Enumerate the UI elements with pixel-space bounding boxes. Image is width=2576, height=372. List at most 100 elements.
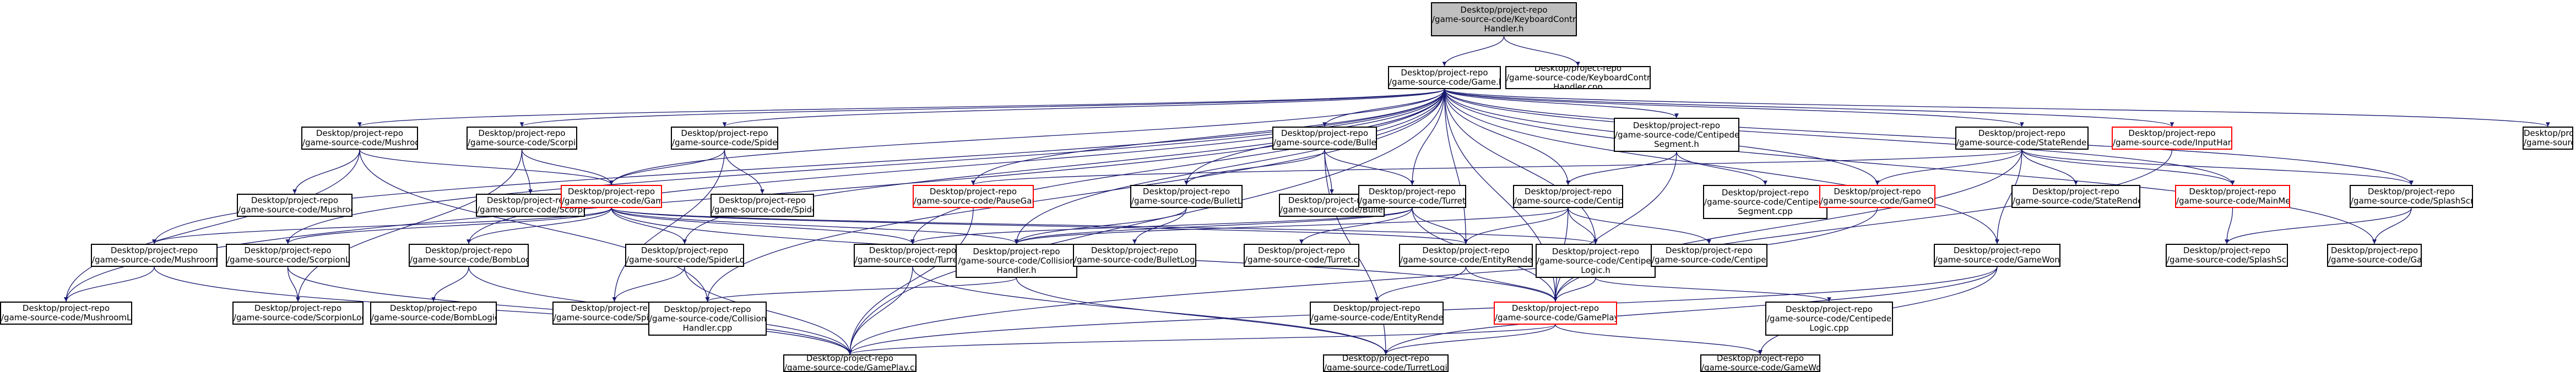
edge-turh-to-turcpp — [1299, 207, 1413, 244]
edge-gameh-to-csegh — [1444, 89, 1679, 118]
file-node-tlogcpp[interactable]: Desktop/project-repo/game-source-code/Tu… — [1323, 354, 1449, 372]
edge-gameh-to-colh — [1014, 89, 1445, 244]
file-node-label-line: Handler.h — [1484, 23, 1524, 34]
edge-bullh-to-turh — [1324, 149, 1414, 185]
file-node-centcpp[interactable]: Desktop/project-repo/game-source-code/Ce… — [1651, 244, 1767, 267]
file-node-splogh[interactable]: Desktop/project-repo/game-source-code/Sp… — [625, 244, 744, 267]
file-node-overh[interactable]: Desktop/project-repo/game-source-code/Ga… — [1819, 185, 1935, 208]
edge-kch-to-kchcpp — [1503, 36, 1580, 67]
file-node-splcpp[interactable]: Desktop/project-repo/game-source-code/Sp… — [2166, 244, 2288, 267]
file-node-csegh[interactable]: Desktop/project-repo/game-source-code/Ce… — [1614, 118, 1739, 152]
file-node-label-line: /game-source-code/EntityRendering.cpp — [1311, 313, 1444, 322]
edge-gfh-to-bomblh — [467, 207, 612, 244]
edge-csegh-to-centh — [1566, 151, 1677, 185]
file-node-clogh[interactable]: Desktop/project-repo/game-source-code/Ce… — [1536, 244, 1656, 278]
file-node-centh[interactable]: Desktop/project-repo/game-source-code/Ce… — [1513, 185, 1623, 208]
file-node-kch[interactable]: Desktop/project-repo/game-source-code/Ke… — [1431, 2, 1577, 36]
file-node-label-line: /game-source-code/MushroomLogic.h — [92, 255, 218, 265]
file-node-menuh[interactable]: Desktop/project-repo/game-source-code/Ma… — [2175, 185, 2290, 208]
file-node-label-line: Desktop/project-repo — [1142, 187, 1230, 196]
file-node-rendh[interactable]: Desktop/project-repo/game-source-code/St… — [1955, 127, 2089, 150]
file-node-turh[interactable]: Desktop/project-repo/game-source-code/Tu… — [1358, 185, 1466, 208]
file-node-blogh[interactable]: Desktop/project-repo/game-source-code/Bu… — [1130, 185, 1243, 208]
file-node-spidh[interactable]: Desktop/project-repo/game-source-code/Sp… — [671, 127, 778, 150]
file-node-label-line: Desktop/project-repo — [1460, 4, 1548, 15]
edge-gameh-to-menuh — [1444, 89, 2235, 185]
file-node-wonh[interactable]: Desktop/project-repo/game-source-code/Ga… — [1934, 244, 2060, 267]
file-node-label-line: Segment.cpp — [1738, 206, 1793, 216]
file-node-turcpp[interactable]: Desktop/project-repo/game-source-code/Tu… — [1244, 244, 1359, 267]
file-node-label-line: /game-source-code/Spider.h — [672, 138, 778, 147]
file-node-label-line: /game-source-code/MainMenu.h — [2176, 196, 2290, 206]
file-node-inph[interactable]: Desktop/project-repo/game-source-code/In… — [2112, 127, 2232, 150]
edge-splogh-to-splogcpp — [612, 266, 685, 302]
file-node-csegcpp[interactable]: Desktop/project-repo/game-source-code/Ce… — [1703, 185, 1827, 219]
file-node-kchcpp[interactable]: Desktop/project-repo/game-source-code/Ke… — [1505, 66, 1651, 89]
file-node-label-line: Desktop/project-repo — [869, 245, 957, 255]
file-node-label-line: /game-source-code/Turret.cpp — [1245, 255, 1359, 265]
file-node-label-line: Desktop/project-repo — [478, 128, 566, 138]
file-node-pauseh[interactable]: Desktop/project-repo/game-source-code/Pa… — [913, 185, 1034, 208]
file-node-scorh[interactable]: Desktop/project-repo/game-source-code/Sc… — [467, 127, 577, 150]
file-node-bullh[interactable]: Desktop/project-repo/game-source-code/Bu… — [1272, 127, 1377, 150]
file-node-rendcpp[interactable]: Desktop/project-repo/game-source-code/St… — [2011, 185, 2140, 208]
file-node-maincpp[interactable]: Desktop/project-repo/game-source-code/ma… — [2523, 127, 2573, 150]
file-node-gamecpp[interactable]: Desktop/project-repo/game-source-code/Ga… — [2327, 244, 2422, 267]
file-node-label-line: Desktop/project-repo — [2183, 245, 2271, 255]
edge-bullh-to-blogh — [1184, 149, 1325, 185]
file-node-tlogh[interactable]: Desktop/project-repo/game-source-code/Tu… — [854, 244, 972, 267]
file-node-label-line: Desktop/project-repo — [571, 303, 658, 313]
file-node-label-line: /game-source-code/GameWon.h — [1935, 255, 2060, 265]
file-node-mlogh[interactable]: Desktop/project-repo/game-source-code/Mu… — [91, 244, 218, 267]
edge-colh-to-tlogcpp — [1016, 277, 1388, 355]
file-node-scorcpp[interactable]: Desktop/project-repo/game-source-code/Sc… — [476, 194, 585, 217]
file-node-label-line: Desktop/project-repo — [1633, 120, 1721, 130]
edge-mushh-to-colcpp — [359, 149, 710, 302]
file-node-mushh[interactable]: Desktop/project-repo/game-source-code/Mu… — [301, 127, 418, 150]
file-node-erendcpp[interactable]: Desktop/project-repo/game-source-code/En… — [1310, 302, 1444, 325]
file-node-colh[interactable]: Desktop/project-repo/game-source-code/Co… — [956, 244, 1077, 278]
file-node-label-line: /game-source-code/BulletLogic.h — [1131, 196, 1242, 206]
edge-gameh-to-clogh — [1444, 89, 1598, 244]
file-node-label-line: Desktop/project-repo — [2330, 245, 2418, 255]
edge-slogh-to-slogcpp — [287, 266, 300, 302]
edge-scorh-to-scorcpp — [521, 149, 533, 194]
file-node-bomblcpp[interactable]: Desktop/project-repo/game-source-code/Bo… — [370, 302, 497, 325]
file-node-slogcpp[interactable]: Desktop/project-repo/game-source-code/Sc… — [232, 302, 364, 325]
file-node-label-line: /game-source-code/BulletLogic.cpp — [1074, 255, 1196, 265]
file-node-bomblh[interactable]: Desktop/project-repo/game-source-code/Bo… — [409, 244, 529, 267]
file-node-mushcpp[interactable]: Desktop/project-repo/game-source-code/Mu… — [237, 194, 352, 217]
file-node-woncpp[interactable]: Desktop/project-repo/game-source-code/Ga… — [1700, 354, 1820, 372]
file-node-splh[interactable]: Desktop/project-repo/game-source-code/Sp… — [2350, 185, 2473, 208]
file-node-label-line: Desktop/project-repo — [1534, 66, 1622, 73]
file-node-colcpp[interactable]: Desktop/project-repo/game-source-code/Co… — [648, 302, 767, 336]
file-node-label-line: Handler.cpp — [1553, 81, 1603, 89]
file-node-clogcpp[interactable]: Desktop/project-repo/game-source-code/Ce… — [1765, 302, 1893, 336]
file-node-spidcpp[interactable]: Desktop/project-repo/game-source-code/Sp… — [711, 194, 814, 217]
file-node-label-line: /game-source-code/Game.h — [1389, 77, 1501, 87]
edge-rendh-to-splh — [2021, 149, 2414, 185]
file-node-label-line: /game-source-code/SplashScreen.h — [2351, 196, 2472, 206]
file-node-playcpp[interactable]: Desktop/project-repo/game-source-code/Ga… — [783, 354, 916, 372]
file-node-slogh[interactable]: Desktop/project-repo/game-source-code/Sc… — [226, 244, 350, 267]
file-node-gameh[interactable]: Desktop/project-repo/game-source-code/Ga… — [1388, 66, 1501, 89]
file-node-erendh[interactable]: Desktop/project-repo/game-source-code/En… — [1399, 244, 1533, 267]
file-node-label-line: /game-source-code/Centipede.h — [1514, 196, 1623, 206]
file-node-blogcpp[interactable]: Desktop/project-repo/game-source-code/Bu… — [1073, 244, 1196, 267]
edge-rendh-to-rendcpp — [2021, 149, 2078, 185]
file-node-label-line: Desktop/project-repo — [1834, 187, 1921, 196]
edge-blogh-to-colh — [1014, 207, 1187, 244]
edge-overh-to-playcpp — [848, 207, 1878, 355]
file-node-gfh[interactable]: Desktop/project-repo/game-source-code/Ga… — [561, 185, 662, 208]
file-node-label-line: /game-source-code/TurretLogic.cpp — [1324, 363, 1447, 372]
edge-csegh-to-playh — [1553, 151, 1677, 302]
file-node-label-line: /game-source-code/TurretLogic.h — [855, 255, 970, 265]
file-node-label-line: Desktop/project-repo — [973, 246, 1060, 256]
edge-erendh-to-erendcpp — [1374, 266, 1467, 302]
file-node-playh[interactable]: Desktop/project-repo/game-source-code/Ga… — [1494, 302, 1617, 325]
edge-gameh-to-inph — [1444, 89, 2174, 127]
edge-mushh-to-mushcpp — [292, 149, 360, 194]
file-node-label-line: Desktop/project-repo — [1288, 195, 1376, 205]
file-node-mlogcpp[interactable]: Desktop/project-repo/game-source-code/Mu… — [0, 302, 132, 325]
file-node-label-line: /game-source-code/Collision — [958, 255, 1075, 266]
